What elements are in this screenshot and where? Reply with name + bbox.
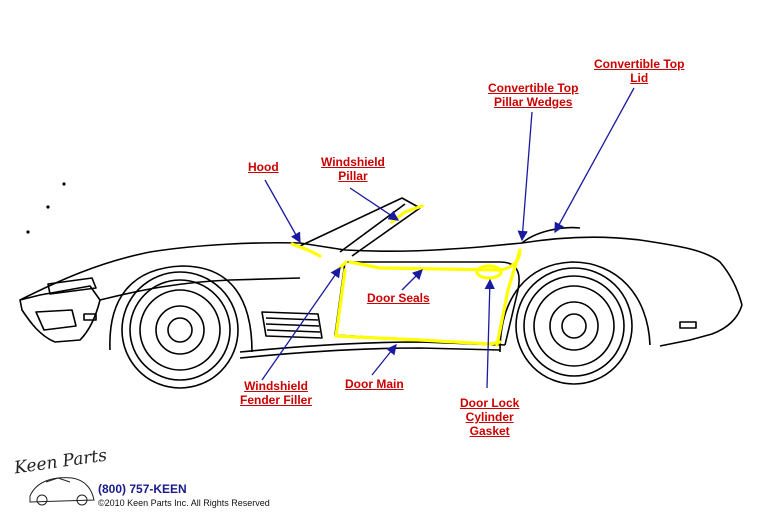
pointer-arrows: [261, 87, 635, 389]
label-door-main[interactable]: Door Main: [345, 377, 404, 391]
door-seals-arrow: [401, 269, 423, 291]
top-lid-arrow: [554, 87, 635, 234]
highlighted-seals: [290, 204, 522, 347]
hood-seal-highlight: [290, 242, 322, 258]
rear-pillar-highlight: [495, 248, 522, 347]
label-convertible-top-pillar-wedges[interactable]: Convertible Top Pillar Wedges: [488, 81, 579, 109]
copyright-notice: ©2010 Keen Parts Inc. All Rights Reserve…: [98, 498, 270, 508]
label-windshield-fender-filler[interactable]: Windshield Fender Filler: [240, 379, 313, 407]
logo-car-icon: [29, 477, 95, 506]
phone-number[interactable]: (800) 757-KEEN: [98, 482, 187, 496]
label-convertible-top-lid[interactable]: Convertible Top Lid: [594, 57, 685, 85]
label-windshield-pillar[interactable]: Windshield Pillar: [321, 155, 385, 183]
front-wheel: [121, 271, 239, 389]
door-main-arrow: [371, 343, 397, 376]
door-main-highlight: [334, 268, 502, 346]
label-door-lock-cylinder-gasket[interactable]: Door Lock Cylinder Gasket: [460, 396, 520, 438]
hood-arrow: [264, 179, 301, 244]
door-lock-arrow: [484, 278, 495, 389]
windshield-pillar-arrow: [349, 187, 400, 221]
pillar-wedges-arrow: [517, 111, 533, 242]
rear-wheel: [515, 267, 633, 385]
fender-filler-arrow: [261, 266, 341, 381]
label-door-seals[interactable]: Door Seals: [367, 291, 430, 305]
door-lock-gasket-highlight: [475, 264, 503, 280]
label-hood[interactable]: Hood: [248, 160, 279, 174]
